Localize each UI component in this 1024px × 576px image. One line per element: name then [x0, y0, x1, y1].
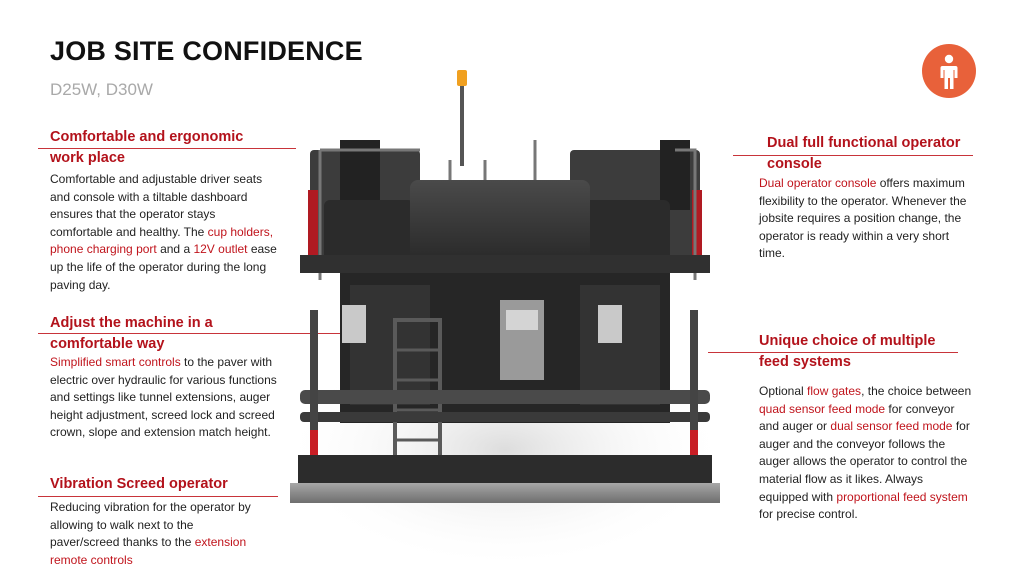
body-text: for auger and the conveyor follows the a… — [759, 419, 970, 504]
section-heading-vibration: Vibration Screed operator — [50, 474, 228, 495]
highlight-smart-controls: Simplified smart controls — [50, 355, 181, 369]
section-body-feed: Optional flow gates, the choice between … — [759, 383, 974, 524]
body-text: for conveyor and auger or — [759, 401, 955, 434]
operator-person-icon — [940, 54, 958, 89]
highlight-flow-gates: flow gates — [807, 384, 862, 398]
section-body-adjust: Simplified smart controls to the paver w… — [50, 354, 278, 442]
section-heading-dual: Dual full functional operator console — [767, 133, 960, 175]
body-text: and a — [156, 242, 194, 257]
section-heading-comfort: Comfortable and ergonomic work place — [50, 127, 243, 169]
body-text: to the paver with electric over hydrauli… — [50, 355, 277, 440]
body-text: for precise control. — [759, 507, 858, 522]
paver-machine-image — [280, 70, 730, 570]
heading-line: comfortable way — [50, 336, 165, 352]
body-text: , the choice between — [861, 384, 972, 398]
heading-line: work place — [50, 150, 125, 166]
body-text: ease up the life of the operator during … — [50, 242, 277, 292]
body-text: offers maximum flexibility to the operat… — [759, 176, 967, 261]
section-body-vibration: Reducing vibration for the operator by a… — [50, 499, 265, 569]
model-subtitle: D25W, D30W — [50, 80, 153, 99]
body-text: Reducing vibration for the operator by a… — [50, 500, 251, 550]
section-body-comfort: Comfortable and adjustable driver seats … — [50, 171, 280, 294]
heading-line: Adjust the machine in a — [50, 315, 213, 331]
section-heading-adjust: Adjust the machine in a comfortable way — [50, 313, 213, 355]
highlight-12v-outlet: 12V outlet — [193, 242, 248, 257]
section-body-dual: Dual operator console offers maximum fle… — [759, 175, 974, 263]
heading-line: Vibration Screed operator — [50, 476, 228, 492]
operator-badge — [922, 44, 976, 98]
heading-line: Dual full functional operator — [767, 135, 961, 151]
heading-line: Comfortable and ergonomic — [50, 129, 244, 145]
body-text: Comfortable and adjustable driver seats … — [50, 172, 263, 239]
heading-line: console — [767, 156, 822, 172]
body-text: Optional — [759, 384, 808, 398]
highlight-dual-console: Dual operator console — [759, 176, 877, 190]
highlight-extension-remote: extension remote controls — [50, 535, 247, 567]
highlight-cup-holders: cup holders, phone charging port — [50, 224, 274, 257]
heading-line: Unique choice of multiple — [759, 333, 936, 349]
section-rule — [38, 148, 296, 149]
section-rule — [708, 352, 958, 353]
section-rule — [38, 496, 278, 497]
page-title: JOB SITE CONFIDENCE — [50, 36, 363, 66]
highlight-quad-sensor: quad sensor feed mode — [759, 401, 886, 416]
section-rule — [38, 333, 360, 334]
section-rule — [733, 155, 973, 156]
section-heading-feed: Unique choice of multiple feed systems — [759, 331, 935, 373]
heading-line: feed systems — [759, 354, 851, 370]
highlight-proportional-feed: proportional feed system — [836, 489, 968, 504]
highlight-dual-sensor: dual sensor feed mode — [830, 419, 953, 434]
